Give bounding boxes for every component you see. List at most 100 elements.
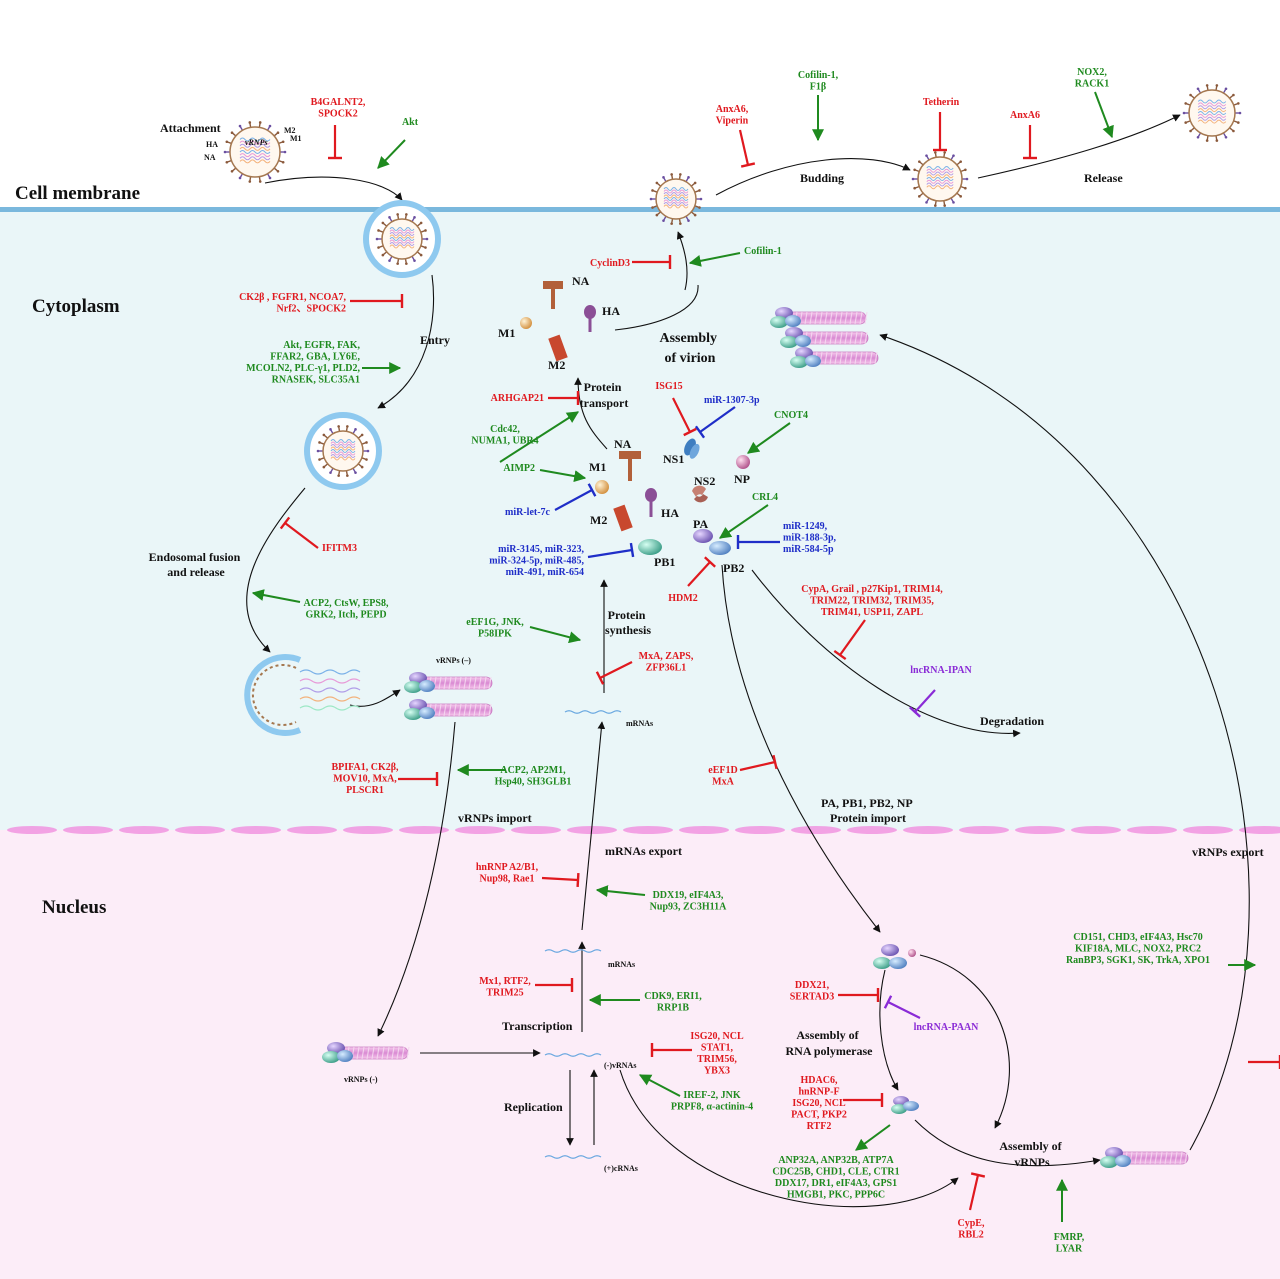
- inhibition-bar: [328, 125, 342, 160]
- m2-label: M2: [590, 513, 607, 527]
- nucleus-label: Nucleus: [42, 897, 106, 918]
- assembly-polymerase-label: Assembly of RNA polymerase: [786, 1028, 874, 1058]
- inhibition-bar: [350, 294, 404, 308]
- inhibition-bar: [650, 1043, 692, 1057]
- inhibition-bar: [554, 483, 597, 511]
- transcription-label: Transcription: [502, 1019, 573, 1033]
- factor-mir1307: miR-1307-3p: [704, 395, 760, 406]
- inhibition-bar: [968, 1172, 986, 1211]
- pb1-protein-icon: [638, 539, 662, 555]
- np-label: NP: [734, 472, 750, 486]
- factor-tetherin: Tetherin: [923, 97, 960, 108]
- factor-lncrna-paan: lncRNA-PAAN: [914, 1022, 980, 1033]
- na-protein-icon: [543, 281, 563, 309]
- m1-protein-icon: [520, 317, 532, 329]
- activation-arrow: [688, 252, 741, 267]
- assembly-vrnps-label: Assembly of vRNPs: [999, 1139, 1064, 1169]
- factor-eef1g: eEF1G, JNK,P58IPK: [466, 617, 524, 640]
- factor-mir3145: miR-3145, miR-323,miR-324-5p, miR-485,mi…: [489, 544, 584, 578]
- inhibition-bar: [738, 129, 756, 168]
- mrnas-label: mRNAs: [626, 719, 653, 728]
- virion-na-label: NA: [204, 153, 216, 162]
- factor-anxa6-viperin: AnxA6,Viperin: [716, 104, 749, 127]
- inhibition-bar: [838, 988, 880, 1002]
- activation-arrow: [539, 469, 587, 483]
- na-protein-icon: [619, 451, 641, 481]
- regulation-arrows: [251, 91, 1280, 1222]
- na-label: NA: [614, 437, 632, 451]
- factor-akt-top: Akt: [402, 117, 419, 128]
- virion-vrnps-label: vRNPs: [245, 138, 268, 147]
- viral-proteins: [520, 281, 919, 1114]
- attachment-label: Attachment: [160, 121, 221, 135]
- entry-label: Entry: [420, 333, 450, 347]
- rna-strand: [544, 949, 602, 953]
- vrnps-minus-label: vRNPs (-): [344, 1075, 378, 1084]
- replication-label: Replication: [504, 1100, 563, 1114]
- release-label: Release: [1084, 171, 1123, 185]
- ns2-protein-icon: [692, 485, 708, 503]
- inhibition-bar: [672, 397, 697, 437]
- virion-released: [1182, 84, 1242, 142]
- protein-transport-label: Protein transport: [580, 380, 629, 410]
- factor-hdm2: HDM2: [668, 593, 697, 604]
- virion-m2-label: M2: [284, 126, 296, 135]
- factor-labels: B4GALNT2,SPOCK2AktAnxA6,ViperinCofilin-1…: [239, 67, 1210, 1255]
- m1-label: M1: [498, 326, 515, 340]
- vrnps-import-label: vRNPs import: [458, 811, 532, 825]
- factor-hnrnp: hnRNP A2/B1,Nup98, Rae1: [476, 862, 539, 885]
- inhibition-bar: [632, 255, 672, 269]
- inhibition-bar: [909, 689, 936, 718]
- polymerase-subunits-icon: [873, 944, 916, 969]
- endosome-late: [304, 412, 382, 490]
- m2-protein-icon: [548, 334, 568, 362]
- factor-fmrp: FMRP,LYAR: [1054, 1232, 1085, 1255]
- crnas-label: (+)cRNAs: [604, 1164, 638, 1173]
- activation-arrow: [747, 422, 791, 454]
- activation-arrow: [377, 139, 406, 169]
- mrnas-export-label: mRNAs export: [605, 844, 682, 858]
- inhibition-bar: [933, 112, 947, 152]
- rna-strands: [544, 710, 622, 1159]
- activation-arrow: [499, 411, 580, 463]
- factor-mirlet7c: miR-let-7c: [505, 507, 551, 518]
- vrnp-complexes: [322, 307, 1189, 1168]
- factor-cofilin1: Cofilin-1: [744, 246, 782, 257]
- factor-cofilin-f1b: Cofilin-1,F1β: [798, 70, 839, 93]
- inhibition-bar: [736, 535, 780, 549]
- inhibition-bar: [541, 872, 580, 888]
- factor-ddx21: DDX21,SERTAD3: [790, 980, 834, 1003]
- factor-acp2-endo: ACP2, CtsW, EPS8,GRK2, Itch, PEPD: [304, 598, 389, 621]
- factor-aimp2: AIMP2: [503, 463, 535, 474]
- vrnp-complex-icon: [790, 347, 879, 368]
- cell-membrane-label: Cell membrane: [15, 183, 140, 204]
- vrnas-label: (-)vRNAs: [604, 1061, 636, 1070]
- factor-mxa-zaps: MxA, ZAPS,ZFP36L1: [639, 651, 694, 674]
- activation-arrow: [719, 504, 769, 539]
- vrnp-complex-icon: [780, 327, 869, 348]
- degradation-label: Degradation: [980, 714, 1044, 728]
- ha-protein-icon: [645, 488, 657, 517]
- mrnas-label: mRNAs: [608, 960, 635, 969]
- factor-b4galnt2: B4GALNT2,SPOCK2: [311, 97, 366, 120]
- pa-protein-icon: [693, 529, 713, 543]
- activation-arrow: [1094, 91, 1114, 139]
- inhibition-bar: [279, 516, 319, 549]
- inhibition-bar: [1023, 125, 1037, 160]
- activation-arrow: [251, 589, 301, 603]
- pathway-arrows: [246, 114, 1250, 1208]
- cytoplasm-region: [0, 210, 1280, 830]
- ha-protein-icon: [584, 305, 596, 332]
- protein-synthesis-label: Protein synthesis: [605, 608, 651, 637]
- assembly-virion-label: Assembly of virion: [659, 331, 720, 366]
- factor-cypa: CypA, Grail , p27Kip1, TRIM14,TRIM22, TR…: [801, 584, 943, 618]
- m1-protein-icon: [595, 480, 609, 494]
- ns1-protein-icon: [684, 438, 700, 459]
- m2-protein-icon: [613, 504, 633, 532]
- ha-label: HA: [661, 506, 679, 520]
